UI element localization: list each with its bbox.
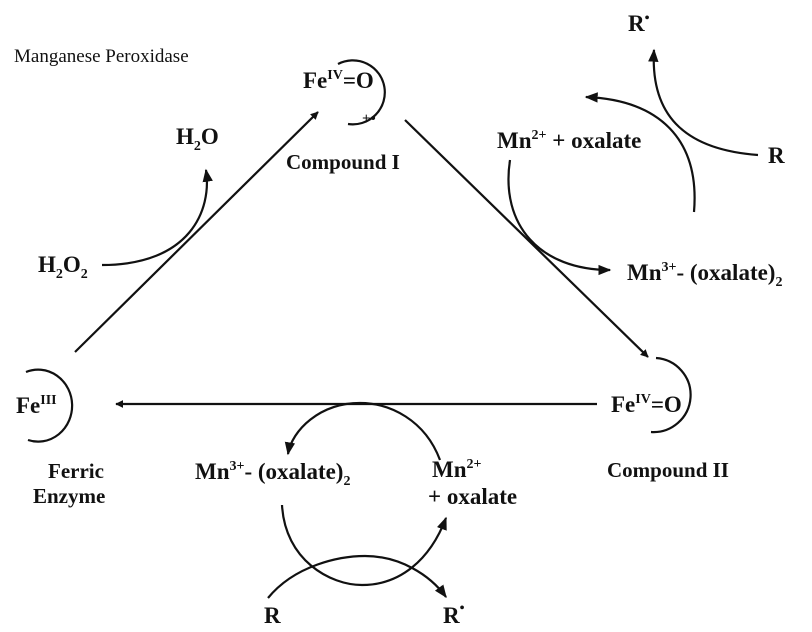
compound-one-label: Compound I <box>286 150 400 174</box>
mn3-oxalate-bottom-label: Mn3+- (oxalate)2 <box>195 459 350 489</box>
arrow-top-mn3-return <box>584 92 696 213</box>
arrow-ferric-to-compound-one <box>74 111 319 353</box>
compound-two-label: Compound II <box>607 458 729 482</box>
r-bottom-left-label: R <box>264 603 281 628</box>
arrow-h2o2-to-h2o <box>101 168 213 267</box>
r-radical-top-label: R• <box>628 11 650 36</box>
arrow-mn2-to-mn3-bottom <box>284 401 442 461</box>
arrow-r-to-radical-bottom <box>267 554 447 599</box>
arrow-compound-one-to-compound-two <box>404 119 649 358</box>
r-right-label: R <box>768 143 785 168</box>
arrow-mn3-to-mn2-bottom <box>280 504 448 587</box>
h2o-label: H2O <box>176 124 219 154</box>
radical-cation-mark: +• <box>362 111 376 127</box>
mn2-bottom-label: Mn2+ <box>432 457 482 482</box>
mn3-oxalate-top-label: Mn3+- (oxalate)2 <box>627 260 782 290</box>
compound-two-bracket <box>650 356 692 434</box>
h2o2-label: H2O2 <box>38 252 88 282</box>
r-radical-bottom-label: R• <box>443 601 465 628</box>
compound-one-formula: FeIV=O <box>303 68 374 93</box>
compound-two-formula: FeIV=O <box>611 392 682 417</box>
mn2-oxalate-top-label: Mn2+ + oxalate <box>497 128 641 153</box>
ferric-enzyme-label-line2: Enzyme <box>33 484 105 508</box>
ferric-enzyme-bracket <box>25 368 74 443</box>
arrow-r-to-radical-top <box>648 48 759 157</box>
ferric-enzyme-label-line1: Ferric <box>48 459 104 483</box>
diagram-title: Manganese Peroxidase <box>14 46 189 67</box>
compound-one-bracket <box>337 59 386 126</box>
ferric-enzyme-formula: FeIII <box>16 393 57 418</box>
arrow-mn2-to-mn3-top <box>507 159 612 276</box>
mn2-bottom-oxalate-label: + oxalate <box>428 484 517 509</box>
